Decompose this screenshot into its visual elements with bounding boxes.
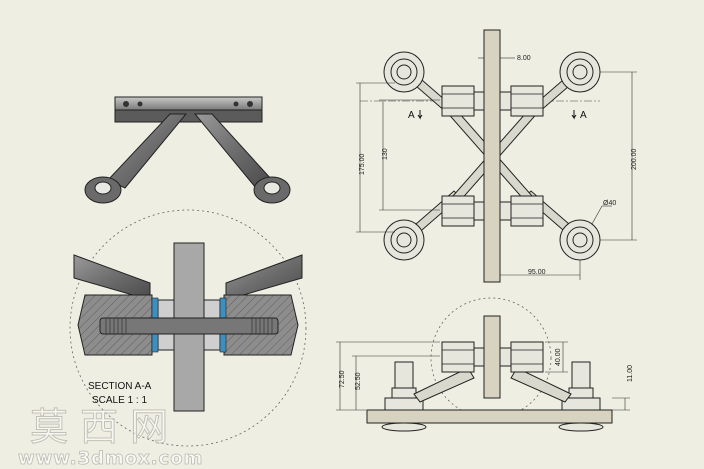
dim-arm-span-outer: 175.00 [359,153,366,175]
dim-side-height-1: 72.50 [339,370,346,388]
iso-view [84,96,291,204]
dim-fitting-height: 40.00 [555,348,562,366]
section-view: SECTION A-A SCALE 1 : 1 [69,209,307,447]
dim-base-thickness: 11.00 [627,365,634,382]
dim-height-total: 200.00 [631,148,638,170]
watermark-text: 莫 西 网 [30,405,168,449]
section-title: SECTION A-A [88,381,152,392]
section-marker-left: A [408,110,415,121]
front-view: A A 8.00 175.00 130 200.00 Ø40 95.00 [356,29,638,283]
section-marker-right: A [580,110,587,121]
dim-side-height-2: 52.50 [355,372,362,390]
section-scale: SCALE 1 : 1 [92,395,147,406]
dim-hole-dia: Ø40 [603,200,616,207]
dim-plate-thickness: 8.00 [517,55,531,62]
dim-arm-span-inner: 130 [382,148,389,160]
watermark-url: www.3dmox.com [18,448,203,469]
side-view: 72.50 52.50 40.00 11.00 [336,297,634,432]
watermark: 莫 西 网 www.3dmox.com [18,405,203,469]
dim-width: 95.00 [528,269,546,276]
